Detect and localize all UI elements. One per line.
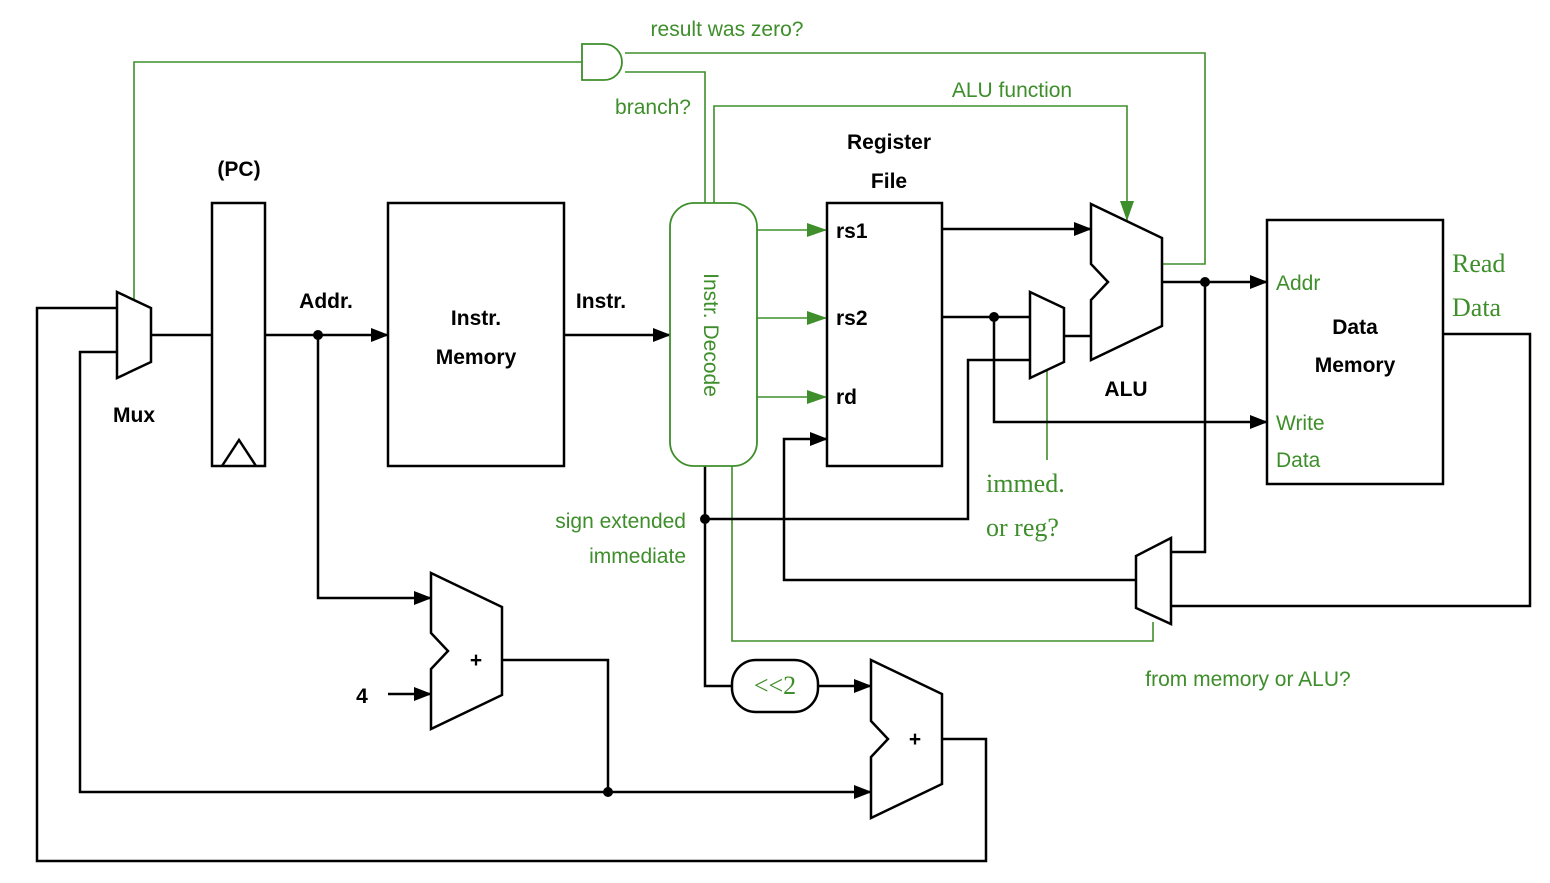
branch-label: branch? bbox=[615, 96, 691, 119]
alu-function-label: ALU function bbox=[952, 79, 1072, 102]
pc-label: (PC) bbox=[217, 158, 260, 181]
instr-decode bbox=[669, 202, 758, 467]
readdata-wbmux-wire bbox=[1171, 332, 1532, 608]
junction-dot bbox=[989, 312, 999, 322]
alu-function-wire bbox=[713, 105, 1134, 221]
and-gate bbox=[581, 43, 623, 81]
writeback-mux bbox=[1134, 535, 1173, 626]
register-file-label-1: Register bbox=[847, 131, 931, 154]
rs2-write-wire bbox=[992, 317, 1268, 429]
mux-label: Mux bbox=[113, 404, 155, 427]
instr-memory-label-2: Memory bbox=[436, 346, 517, 369]
alu bbox=[1089, 202, 1164, 362]
sign-extended-label: sign extended bbox=[555, 510, 686, 533]
result-zero-label: result was zero? bbox=[651, 18, 804, 41]
clock-icon bbox=[220, 437, 258, 467]
register-file bbox=[825, 201, 944, 468]
pc-adder-wire bbox=[316, 335, 432, 605]
control-wires bbox=[133, 52, 1206, 642]
data-memory-label-1: Data bbox=[1332, 316, 1378, 339]
dm-addr-label: Addr bbox=[1276, 272, 1320, 295]
rs2-label: rs2 bbox=[836, 307, 868, 330]
zero-flag-wire bbox=[625, 52, 1206, 265]
immed-label: immed. bbox=[986, 469, 1065, 498]
junction-dot bbox=[700, 514, 710, 524]
read-data-label: Data bbox=[1452, 293, 1502, 322]
four-label: 4 bbox=[356, 685, 368, 708]
instr-label: Instr. bbox=[576, 290, 626, 313]
branch-select-wire bbox=[133, 61, 582, 300]
instr-memory bbox=[386, 201, 566, 468]
junction-dot bbox=[603, 787, 613, 797]
alu-src-mux bbox=[1028, 290, 1066, 380]
addr-label: Addr. bbox=[299, 290, 353, 313]
register-file-label-2: File bbox=[871, 170, 907, 193]
or-reg-label: or reg? bbox=[986, 513, 1059, 542]
branch-adder bbox=[869, 658, 944, 820]
pc4-wire bbox=[502, 658, 610, 792]
alu-wbmux-wire bbox=[1171, 282, 1207, 554]
branch-target-wire bbox=[35, 306, 988, 863]
pc4-mux-wire bbox=[78, 350, 872, 799]
junction-dot bbox=[313, 330, 323, 340]
instr-memory-label-1: Instr. bbox=[451, 307, 501, 330]
data-memory bbox=[1265, 218, 1445, 486]
writeback-wire bbox=[782, 432, 1135, 582]
branch-wire bbox=[625, 71, 706, 203]
shift-label: <<2 bbox=[754, 671, 796, 700]
junctions bbox=[313, 277, 1210, 797]
imm-shift-wire bbox=[703, 466, 732, 688]
dm-data-label: Data bbox=[1276, 449, 1321, 472]
junction-dot bbox=[1200, 277, 1210, 287]
pc-adder bbox=[429, 571, 504, 731]
instr-decode-label: Instr. Decode bbox=[699, 273, 722, 397]
alu-label: ALU bbox=[1104, 378, 1147, 401]
plus-label: + bbox=[470, 649, 482, 672]
plus-label: + bbox=[909, 728, 921, 751]
from-mem-alu-label: from memory or ALU? bbox=[1145, 668, 1350, 691]
dm-write-label: Write bbox=[1276, 412, 1325, 435]
pc-register bbox=[210, 201, 267, 468]
data-wires bbox=[35, 222, 1532, 863]
mem-alu-select-wire bbox=[731, 466, 1154, 642]
imm-mux-wire bbox=[705, 358, 1030, 521]
immediate-label: immediate bbox=[589, 545, 686, 568]
rs1-label: rs1 bbox=[836, 220, 868, 243]
read-label: Read bbox=[1452, 249, 1505, 278]
shift-left-2 bbox=[730, 658, 820, 714]
rd-label: rd bbox=[836, 386, 857, 409]
data-memory-label-2: Memory bbox=[1315, 354, 1396, 377]
pc-mux bbox=[115, 290, 153, 380]
